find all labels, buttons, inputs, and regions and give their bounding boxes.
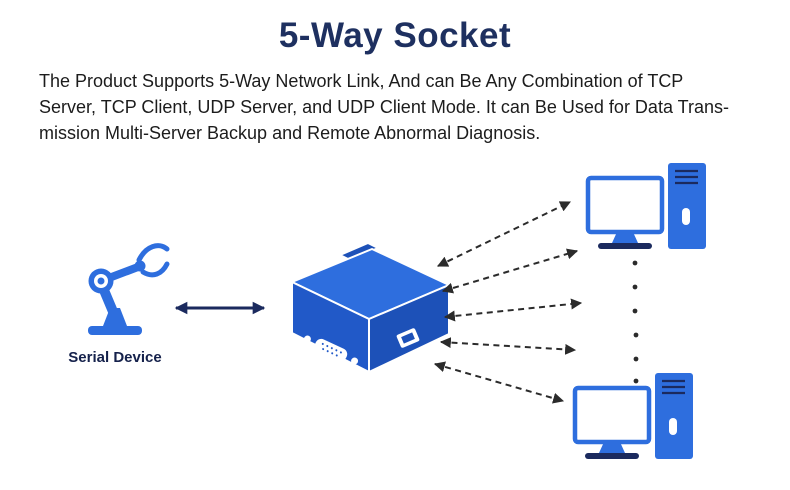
side-port-icon: [396, 328, 420, 348]
robot-arm-icon: [88, 243, 170, 335]
dashed-link-arrow: [439, 337, 577, 355]
page: 5-Way Socket The Product Supports 5-Way …: [0, 16, 790, 490]
description-line: mission Multi-Server Backup and Remote A…: [39, 123, 541, 143]
dashed-link-arrow: [443, 298, 583, 322]
serial-server-icon: [291, 242, 450, 373]
description-line: The Product Supports 5-Way Network Link,…: [39, 71, 684, 91]
ellipsis-dots: [632, 260, 639, 384]
computer-icon: [575, 373, 693, 459]
computer-icon: [588, 163, 706, 249]
five-way-socket-diagram: Serial Device: [68, 150, 790, 490]
network-link-arrows: [433, 201, 583, 404]
description-text: The Product Supports 5-Way Network Link,…: [39, 68, 751, 146]
dashed-link-arrow: [441, 248, 579, 294]
serial-device-label: Serial Device: [68, 349, 161, 366]
dashed-link-arrow: [433, 361, 565, 404]
db9-port-icon: [303, 335, 359, 365]
page-title: 5-Way Socket: [278, 16, 512, 55]
dashed-link-arrow: [437, 201, 571, 267]
description-line: Server, TCP Client, UDP Server, and UDP …: [39, 97, 729, 117]
